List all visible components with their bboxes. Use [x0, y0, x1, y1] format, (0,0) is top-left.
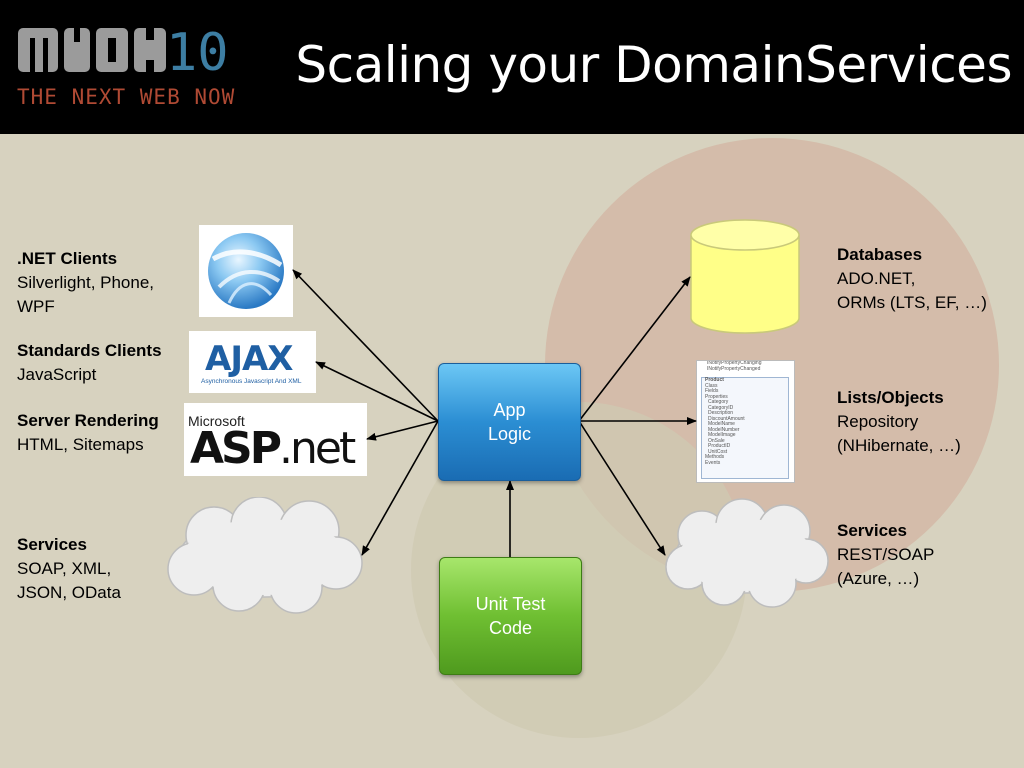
- label-heading: Standards Clients: [17, 341, 162, 360]
- label-line: SOAP, XML,: [17, 559, 112, 578]
- slide-header: 10 THE NEXT WEB NOW Scaling your DomainS…: [0, 0, 1024, 134]
- class-section: Fields: [705, 388, 719, 394]
- class-diagram-thumbnail: INotifyPropertyChanging INotifyPropertyC…: [696, 360, 795, 483]
- label-line: Silverlight, Phone,: [17, 273, 155, 292]
- class-property: UnitCost: [708, 448, 728, 455]
- label-line: JSON, OData: [17, 583, 121, 602]
- label-line: ADO.NET,: [837, 269, 916, 288]
- ajax-wordmark: AJAX: [205, 339, 293, 379]
- label-lists-objects: Lists/Objects Repository (NHibernate, …): [837, 386, 961, 458]
- label-line: REST/SOAP: [837, 545, 935, 564]
- cloud-icon: [665, 498, 829, 608]
- class-subtitle: Class: [705, 382, 718, 389]
- silverlight-logo: [199, 225, 293, 317]
- label-heading: .NET Clients: [17, 249, 118, 268]
- label-line: (NHibernate, …): [837, 436, 961, 455]
- aspnet-asp: ASP: [190, 423, 282, 474]
- app-logic-line: App: [493, 400, 526, 420]
- class-property: DiscountAmount: [708, 415, 745, 422]
- label-heading: Databases: [837, 245, 923, 264]
- label-heading: Lists/Objects: [837, 388, 944, 407]
- silverlight-orb-icon: [208, 233, 284, 309]
- label-heading: Services: [17, 535, 87, 554]
- label-standards-clients: Standards Clients JavaScript: [17, 339, 162, 387]
- class-property: Description: [708, 410, 734, 416]
- class-property: ModelImage: [708, 432, 736, 438]
- class-box: Product Class Fields Properties Category…: [701, 377, 789, 479]
- ajax-logo: AJAX Asynchronous Javascript And XML: [189, 331, 316, 393]
- label-line: Repository: [837, 412, 919, 431]
- label-net-clients: .NET Clients Silverlight, Phone, WPF: [17, 247, 154, 319]
- label-line: HTML, Sitemaps: [17, 435, 144, 454]
- aspnet-logo: Microsoft ASP.net: [184, 403, 367, 476]
- label-line: WPF: [17, 297, 55, 316]
- label-line: JavaScript: [17, 365, 97, 384]
- class-section: Methods: [705, 454, 725, 460]
- cloud-icon: [167, 497, 363, 614]
- class-property: ProductID: [708, 443, 731, 449]
- logo-tagline: THE NEXT WEB NOW: [17, 85, 236, 109]
- label-services-left: Services SOAP, XML, JSON, OData: [17, 533, 121, 605]
- class-property: Category: [708, 399, 729, 405]
- aspnet-microsoft: Microsoft: [188, 413, 245, 429]
- database-cylinder-icon: [690, 219, 800, 334]
- unit-test-line: Unit Test: [475, 594, 546, 614]
- class-section: Events: [705, 459, 721, 466]
- class-property: ModelName: [708, 421, 735, 427]
- ajax-subtitle: Asynchronous Javascript And XML: [201, 378, 302, 385]
- label-heading: Services: [837, 521, 907, 540]
- unit-test-line: Code: [488, 618, 533, 638]
- aspnet-wordmark: ASP.net: [190, 423, 356, 474]
- label-heading: Server Rendering: [17, 411, 159, 430]
- logo-number: 10: [166, 23, 229, 82]
- slide-title: Scaling your DomainServices: [295, 36, 1012, 94]
- class-section: Properties: [705, 393, 728, 400]
- label-services-right: Services REST/SOAP (Azure, …): [837, 519, 934, 591]
- class-property: ModelNumber: [708, 426, 740, 433]
- interface-label: INotifyPropertyChanging: [707, 360, 762, 366]
- app-logic-line: Logic: [487, 424, 532, 444]
- class-property: CategoryID: [708, 404, 734, 411]
- label-databases: Databases ADO.NET, ORMs (LTS, EF, …): [837, 243, 987, 315]
- aspnet-net: .net: [279, 423, 356, 474]
- mix10-logo: 10: [18, 23, 229, 82]
- app-logic-box: App Logic: [438, 363, 581, 481]
- unit-test-box: Unit Test Code: [439, 557, 582, 675]
- class-property: OnSale: [708, 437, 725, 444]
- interface-label: INotifyPropertyChanged: [707, 365, 761, 372]
- label-server-rendering: Server Rendering HTML, Sitemaps: [17, 409, 159, 457]
- label-line: (Azure, …): [837, 569, 920, 588]
- label-line: ORMs (LTS, EF, …): [837, 293, 987, 312]
- class-title: Product: [705, 377, 724, 383]
